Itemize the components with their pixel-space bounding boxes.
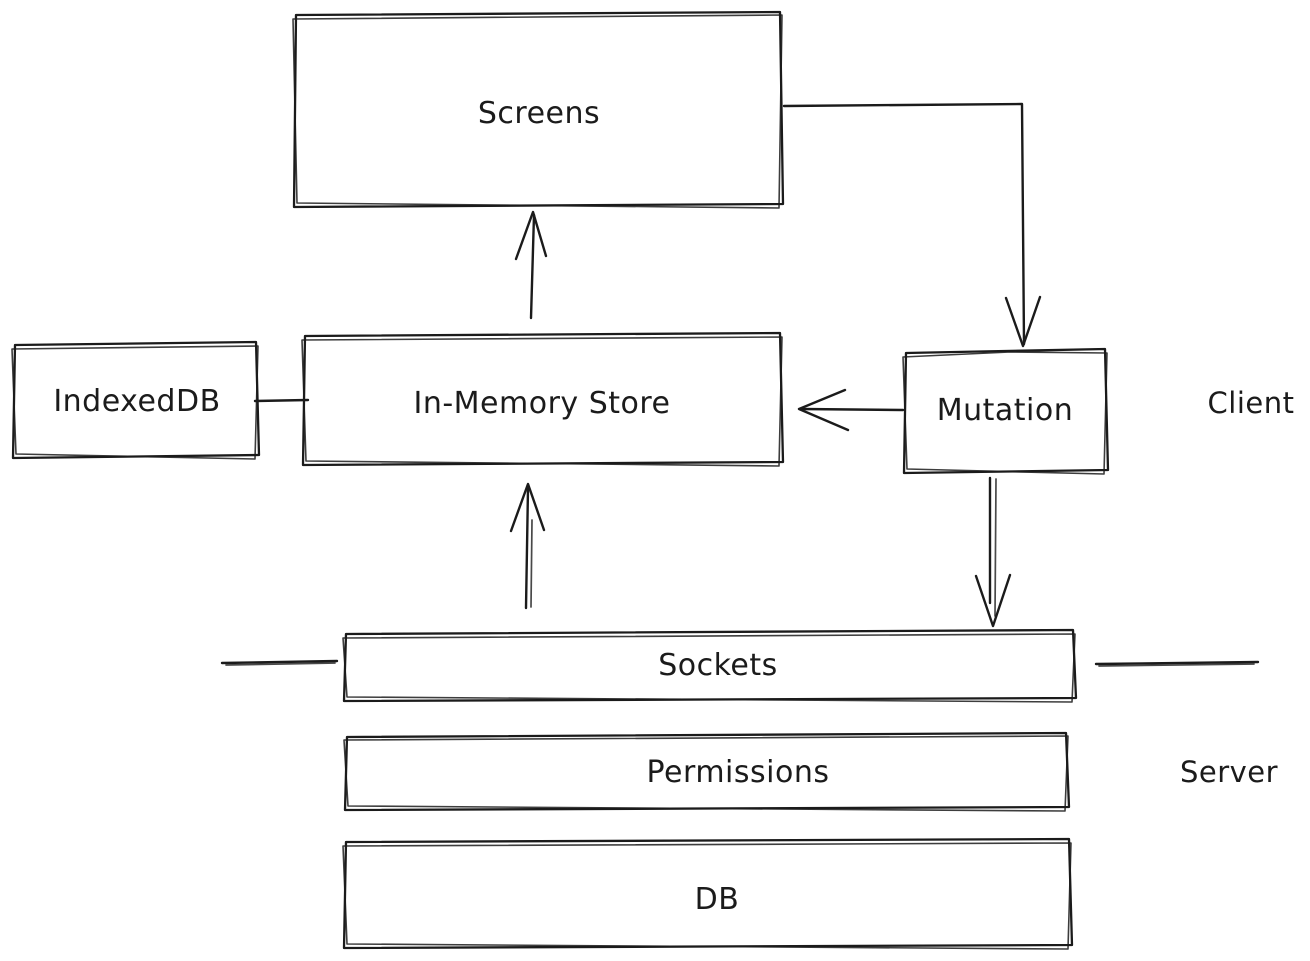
edge-screens-to-mutation bbox=[782, 102, 1042, 348]
node-indexeddb: IndexedDB bbox=[11, 340, 261, 460]
mutation-label: Mutation bbox=[937, 393, 1074, 428]
in-memory-store-label: In-Memory Store bbox=[413, 386, 670, 421]
boundary-line-right bbox=[1094, 660, 1260, 667]
sockets-label: Sockets bbox=[658, 648, 778, 683]
node-mutation: Mutation bbox=[902, 347, 1110, 475]
edge-mutation-to-in-memory-store bbox=[797, 388, 905, 432]
edge-in-memory-store-to-screens bbox=[514, 210, 548, 320]
edge-indexeddb-to-in-memory-store bbox=[253, 398, 310, 403]
screens-label: Screens bbox=[478, 96, 600, 131]
permissions-label: Permissions bbox=[647, 755, 830, 790]
node-in-memory-store: In-Memory Store bbox=[301, 331, 785, 467]
node-screens: Screens bbox=[292, 10, 785, 209]
boundary-line-left bbox=[220, 659, 339, 666]
client-zone-label: Client bbox=[1208, 386, 1295, 420]
edge-mutation-to-sockets bbox=[974, 476, 1012, 628]
node-db: DB bbox=[342, 837, 1074, 950]
edge-sockets-to-in-memory-store bbox=[509, 482, 546, 610]
node-permissions: Permissions bbox=[343, 731, 1071, 812]
indexeddb-label: IndexedDB bbox=[53, 384, 220, 419]
server-zone-label: Server bbox=[1180, 755, 1278, 789]
node-sockets: Sockets bbox=[342, 628, 1078, 703]
db-label: DB bbox=[695, 882, 740, 917]
